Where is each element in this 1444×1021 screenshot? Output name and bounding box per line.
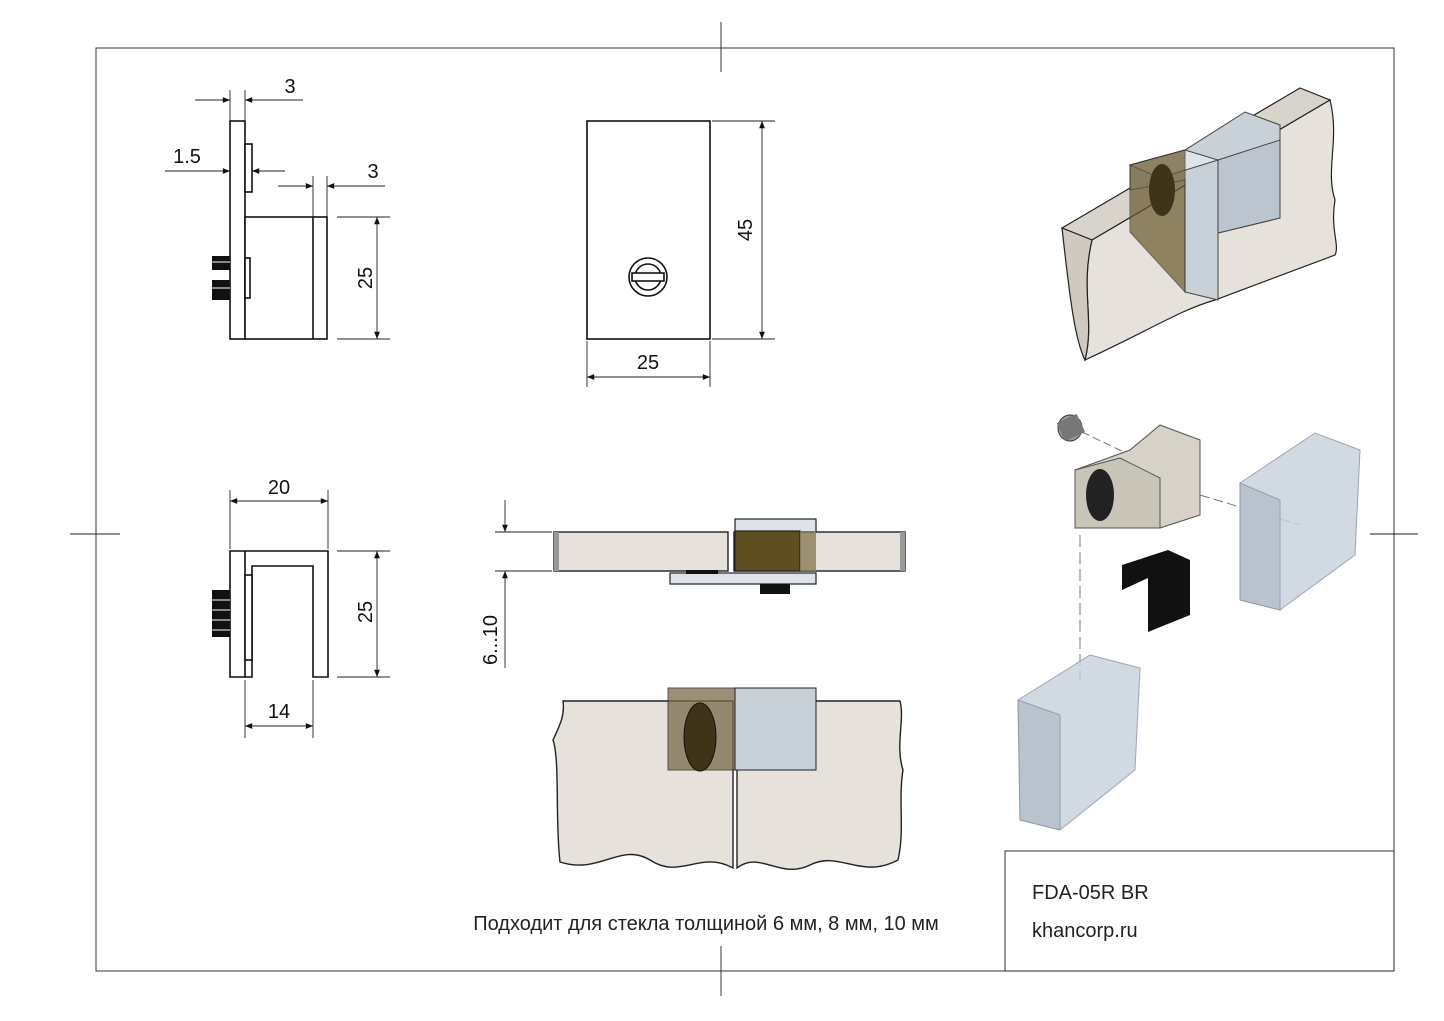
dim-glass-thickness: 6...10 [480,615,502,665]
dim-top-inner: 14 [268,701,290,723]
section-view: 6...10 [480,500,906,668]
sheet-frame [70,22,1418,996]
dim-side-tab: 1.5 [173,146,201,168]
dim-side-top: 3 [284,76,295,98]
front-view: 45 25 [586,120,775,387]
assembly-front-view [552,687,904,871]
dim-front-height: 45 [735,219,757,241]
website: khancorp.ru [1032,920,1138,942]
dim-top-height: 25 [355,601,377,623]
screw-icon [212,256,230,300]
side-view: 3 1.5 3 25 [165,76,390,340]
dim-side-right: 3 [367,161,378,183]
gasket-icon [1122,550,1190,632]
compatibility-caption: Подходит для стекла толщиной 6 мм, 8 мм,… [473,913,939,935]
screw-head-icon [628,257,668,297]
dim-side-height: 25 [355,267,377,289]
isometric-assembled [1060,87,1338,362]
top-view: 20 25 14 [212,477,390,738]
dim-front-width: 25 [637,352,659,374]
dim-top-width: 20 [268,477,290,499]
model-name: FDA-05R BR [1032,882,1149,904]
screw-icon [760,584,790,594]
title-block: FDA-05R BR khancorp.ru [1004,850,1395,972]
isometric-exploded [1017,413,1361,831]
screw-icon [212,590,230,637]
screw-icon [1056,413,1086,442]
